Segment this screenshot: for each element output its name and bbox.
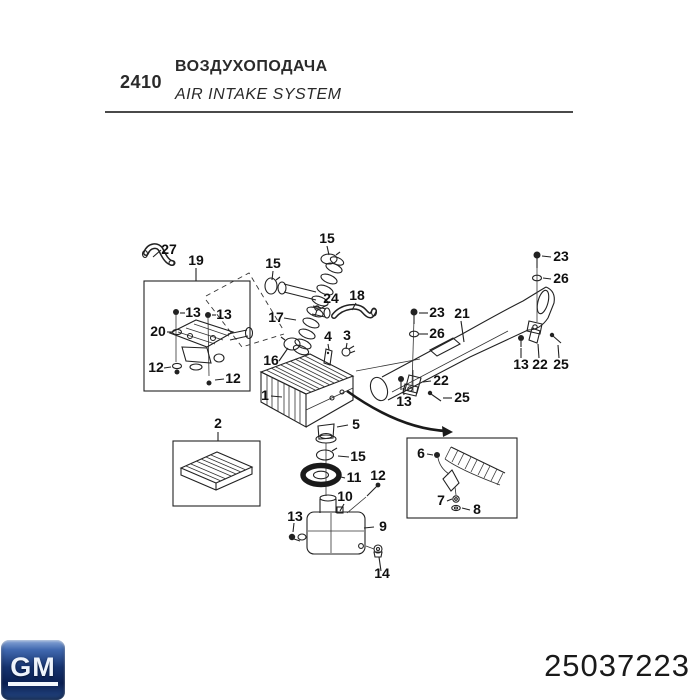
bolt-23-left-stack — [408, 308, 420, 387]
detail-box-6-7-8 — [406, 437, 518, 519]
bolt-13-icon — [173, 309, 179, 315]
callout-15: 15 — [265, 255, 281, 271]
callout-13: 13 — [396, 393, 412, 409]
section-number: 2410 — [120, 72, 163, 92]
callout-19: 19 — [188, 252, 204, 268]
callout-15: 15 — [319, 230, 335, 246]
callout-17: 17 — [268, 309, 284, 325]
bolt-13-icon — [398, 376, 404, 382]
inset-box-19 — [143, 280, 251, 392]
callout-2: 2 — [214, 415, 222, 431]
callout-8: 8 — [473, 501, 481, 517]
callout-16: 16 — [263, 352, 279, 368]
washer-8-icon — [451, 504, 461, 512]
callout-9: 9 — [379, 518, 387, 534]
bracket-4-icon — [323, 348, 333, 366]
callout-12: 12 — [225, 370, 241, 386]
air-cleaner-1-drawing — [259, 353, 355, 444]
callout-20: 20 — [150, 323, 166, 339]
header-divider — [105, 111, 573, 113]
callout-25: 25 — [454, 389, 470, 405]
bolt-13-icon — [205, 312, 211, 318]
sensor-3-icon — [341, 345, 356, 357]
callout-18: 18 — [349, 287, 365, 303]
washer-20-icon — [171, 328, 183, 336]
grommet-14-icon — [373, 544, 383, 558]
outlet-tube-5 — [317, 423, 335, 440]
bracket-22-under-duct — [398, 370, 442, 402]
clamp-15-lower-icon — [315, 447, 338, 461]
bracket-22-icon — [404, 374, 422, 394]
inset-box-2 — [172, 440, 261, 507]
callout-14: 14 — [374, 565, 390, 581]
washer-26-icon — [531, 274, 543, 282]
filter-element-2-drawing — [179, 451, 254, 491]
callout-6: 6 — [417, 445, 425, 461]
hose-18-drawing — [331, 303, 378, 319]
callout-22: 22 — [433, 372, 449, 388]
callout-12: 12 — [148, 359, 164, 375]
callout-5: 5 — [352, 416, 360, 432]
callout-13: 13 — [287, 508, 303, 524]
gm-logo-text: GM — [8, 654, 58, 686]
callout-3: 3 — [343, 327, 351, 343]
callout-13: 13 — [513, 356, 529, 372]
callout-7: 7 — [437, 492, 445, 508]
bolt-13-icon — [288, 533, 296, 541]
leader-lines — [152, 245, 560, 572]
detail-arrow — [346, 389, 453, 437]
seal-ring-11-icon — [300, 462, 342, 488]
callout-11: 11 — [347, 469, 362, 485]
callout-25: 25 — [553, 356, 569, 372]
bracket-assembly-19 — [168, 309, 254, 386]
fastener-row-13-22-25 — [518, 327, 562, 347]
detail-view-drawing — [434, 446, 506, 512]
nut-7-icon — [452, 495, 460, 503]
bolt-13-icon — [518, 335, 524, 341]
clamp-15-left-icon — [264, 276, 281, 295]
bolt-23-icon — [533, 251, 541, 259]
projection-dashed-lines — [205, 272, 285, 348]
page-title-russian: ВОЗДУХОПОДАЧА — [175, 58, 328, 75]
bolt-23-icon — [410, 308, 418, 316]
intake-tube-17-drawing — [277, 256, 345, 356]
callout-23: 23 — [553, 248, 569, 264]
fitting-10-icon — [336, 506, 344, 514]
callout-10: 10 — [337, 488, 353, 504]
washer-26-icon — [408, 330, 420, 338]
callout-21: 21 — [454, 305, 470, 321]
callout-26: 26 — [553, 270, 569, 286]
bracket-22-icon — [528, 327, 541, 344]
resonator-9-drawing — [288, 494, 383, 558]
callout-15: 15 — [350, 448, 366, 464]
gm-logo: GM — [1, 640, 65, 700]
bolt-6-icon — [434, 452, 440, 458]
clip-24-icon — [314, 305, 320, 317]
callout-24: 24 — [323, 290, 339, 306]
callout-12: 12 — [370, 467, 386, 483]
catalog-part-number: 25037223 — [544, 648, 690, 683]
callout-23: 23 — [429, 304, 445, 320]
callout-22: 22 — [532, 356, 548, 372]
screw-12-icon — [346, 482, 381, 514]
page-title-english: AIR INTAKE SYSTEM — [175, 86, 342, 103]
washer-12-icon — [171, 362, 183, 370]
callout-13: 13 — [216, 306, 232, 322]
callout-27: 27 — [161, 241, 177, 257]
callout-13: 13 — [185, 304, 201, 320]
callout-26: 26 — [429, 325, 445, 341]
bolt-23-right-stack — [531, 251, 543, 322]
assembly-line — [355, 358, 421, 372]
bolt-12-icon — [206, 380, 212, 386]
callout-1: 1 — [261, 387, 269, 403]
clamp-16-icon — [280, 336, 301, 351]
callout-4: 4 — [324, 328, 332, 344]
